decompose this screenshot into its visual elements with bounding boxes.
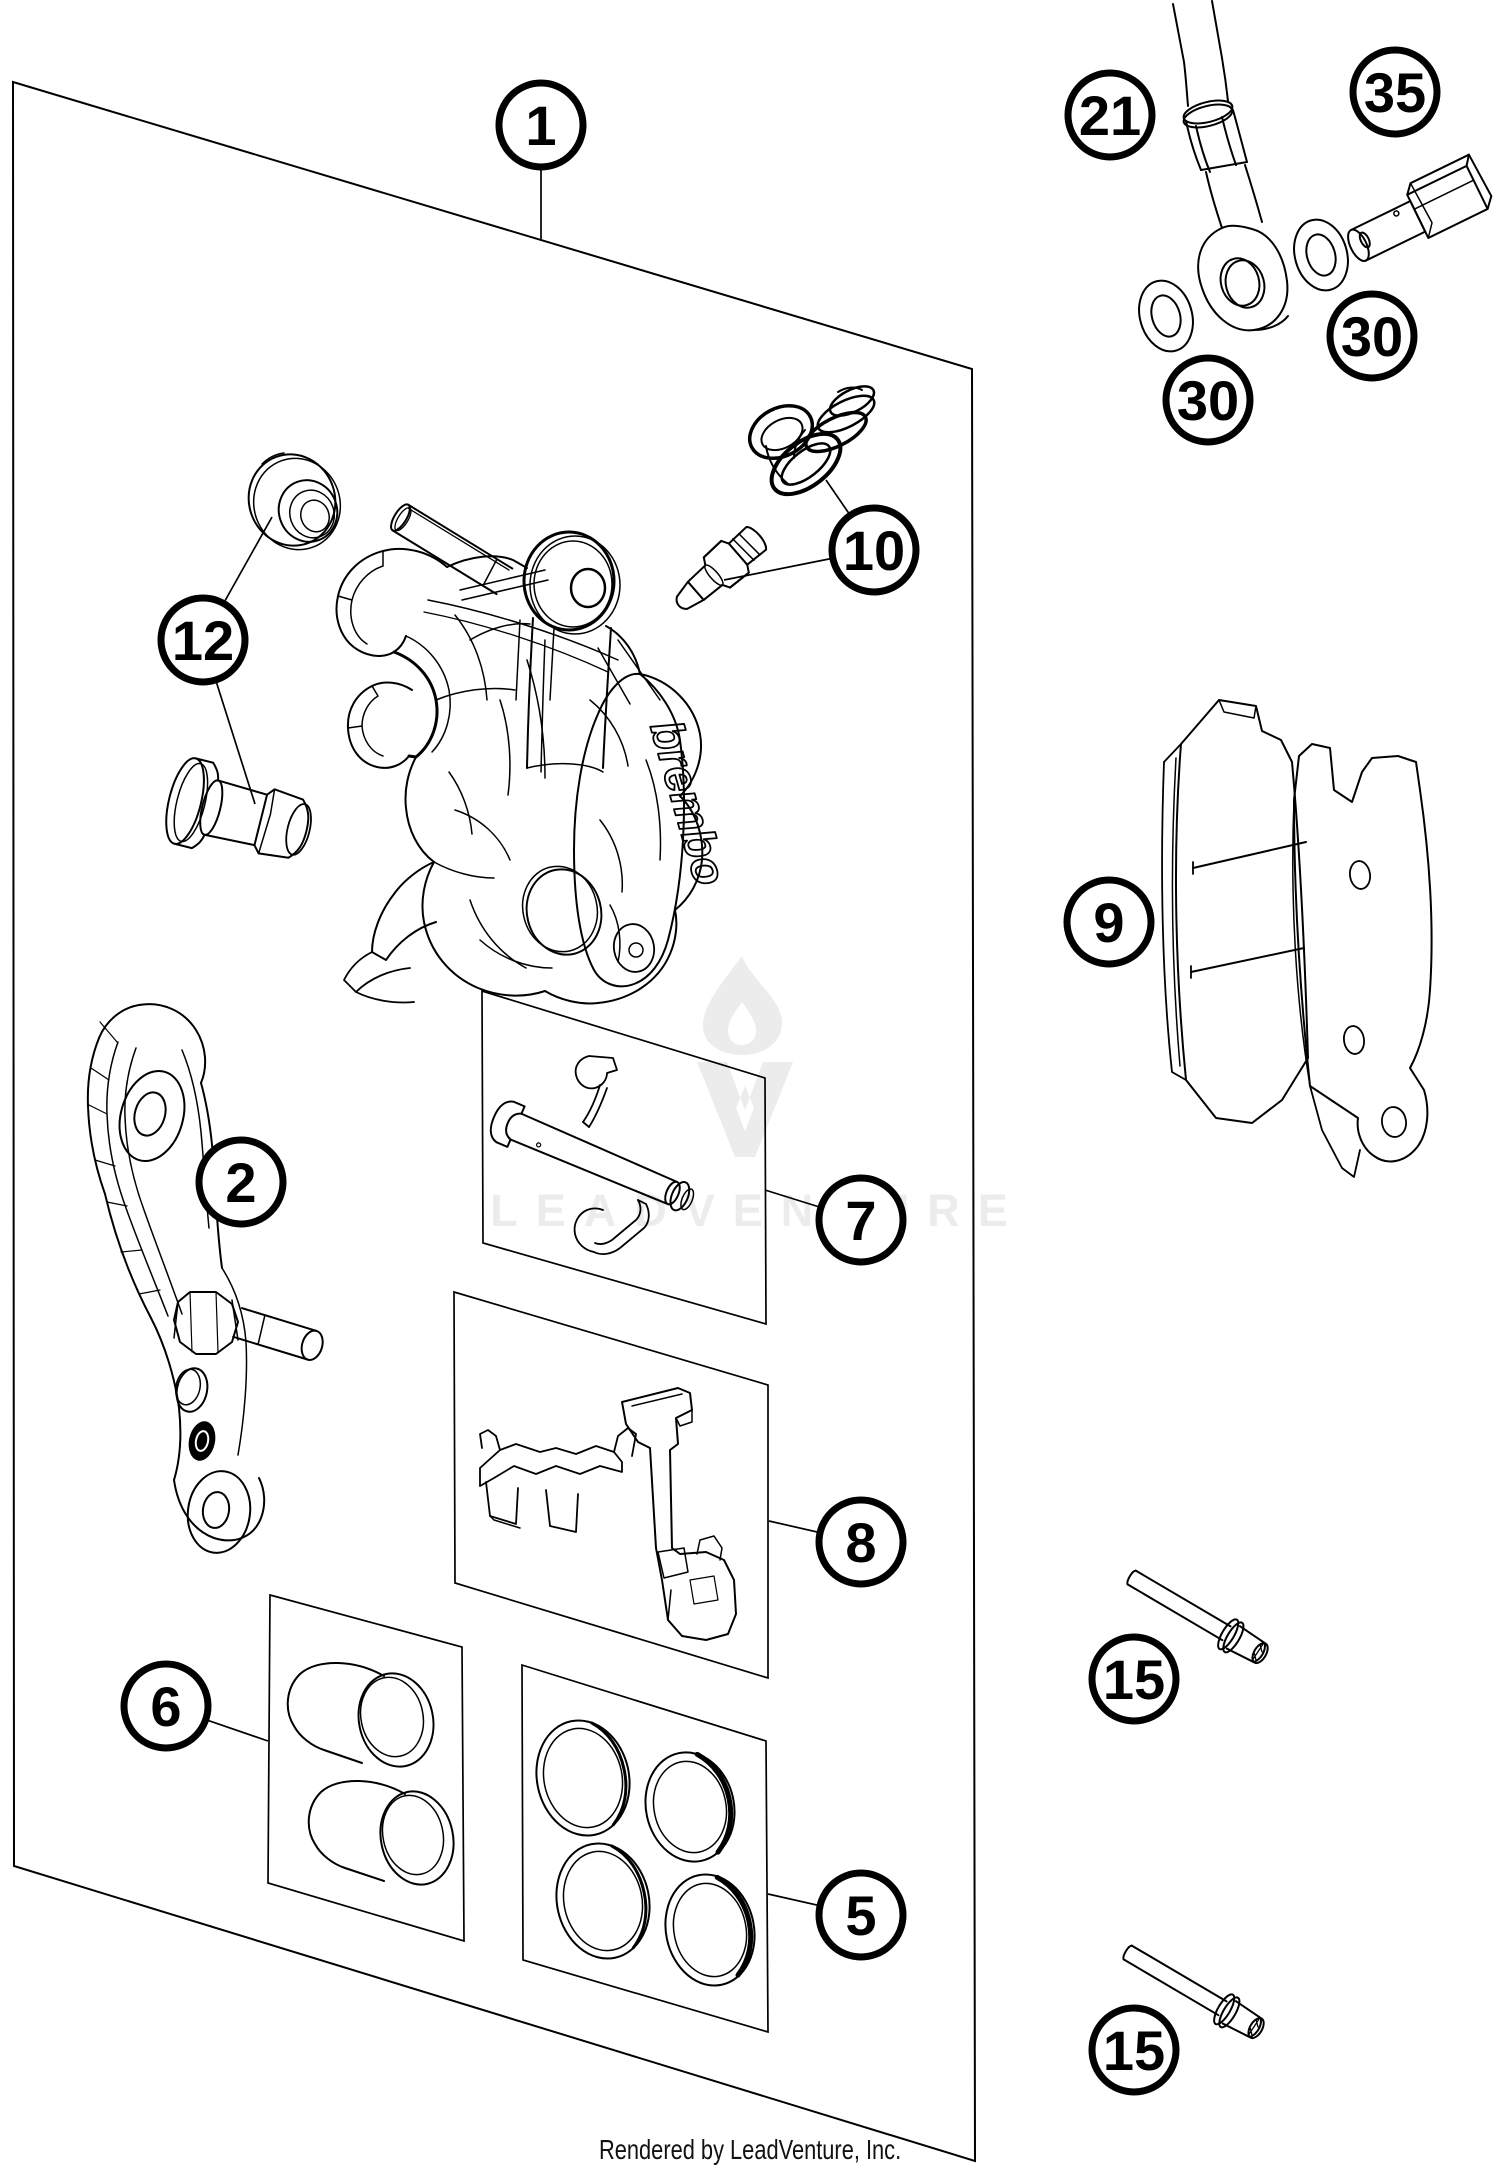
svg-text:Rendered by LeadVenture, Inc.: Rendered by LeadVenture, Inc. [599,2134,901,2165]
svg-text:9: 9 [1093,891,1124,954]
svg-text:7: 7 [845,1189,876,1252]
svg-text:12: 12 [172,609,234,672]
svg-text:21: 21 [1079,84,1141,147]
svg-text:30: 30 [1341,305,1403,368]
svg-text:5: 5 [845,1884,876,1947]
svg-text:10: 10 [843,519,905,582]
svg-text:8: 8 [845,1511,876,1574]
svg-text:6: 6 [150,1675,181,1738]
svg-text:15: 15 [1103,2019,1165,2082]
svg-text:LEADVENTURE: LEADVENTURE [490,1185,1026,1236]
svg-text:30: 30 [1177,369,1239,432]
svg-text:1: 1 [525,94,556,157]
svg-text:15: 15 [1103,1648,1165,1711]
svg-text:35: 35 [1364,61,1426,124]
svg-text:2: 2 [225,1151,256,1214]
